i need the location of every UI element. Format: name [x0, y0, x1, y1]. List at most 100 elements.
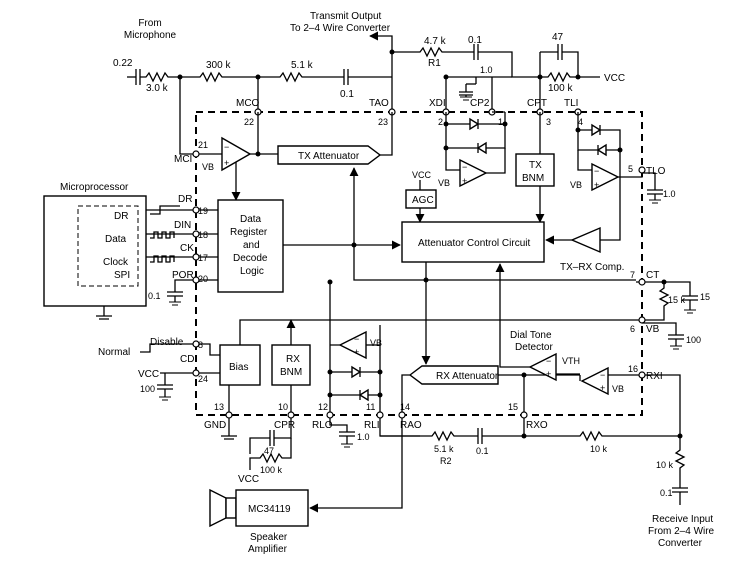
- svg-text:Clock: Clock: [103, 257, 129, 268]
- svg-text:VCC: VCC: [238, 474, 259, 485]
- ct-network: 7 CT 15 k 15: [630, 270, 710, 321]
- svg-text:From: From: [138, 18, 161, 29]
- svg-text:300 k: 300 k: [206, 60, 231, 71]
- svg-text:BNM: BNM: [522, 173, 544, 184]
- svg-text:RX: RX: [286, 354, 300, 365]
- tli-opamp: − + VB 5 TLO 1.0: [570, 112, 676, 241]
- svg-text:+: +: [462, 176, 467, 186]
- svg-text:CD: CD: [180, 354, 194, 365]
- svg-text:TLI: TLI: [564, 98, 578, 109]
- svg-text:−: −: [594, 166, 599, 176]
- rx-attenuator: RX Attenuator 14 RAO: [398, 262, 580, 431]
- svg-text:Logic: Logic: [240, 266, 264, 277]
- svg-text:Bias: Bias: [229, 362, 248, 373]
- svg-text:22: 22: [244, 117, 254, 127]
- svg-text:0.1: 0.1: [340, 89, 354, 100]
- svg-text:5.1 k: 5.1 k: [291, 60, 314, 71]
- agc: VCC AGC: [405, 170, 437, 223]
- data-register: Data Register and Decode Logic: [217, 199, 284, 293]
- svg-text:AGC: AGC: [412, 195, 434, 206]
- svg-text:Data: Data: [105, 234, 127, 245]
- svg-text:0.1: 0.1: [148, 291, 161, 301]
- vb-network: 6 VB 100: [239, 316, 701, 350]
- svg-text:Normal: Normal: [98, 347, 130, 358]
- svg-text:13: 13: [214, 402, 224, 412]
- svg-text:4.7 k: 4.7 k: [424, 36, 447, 47]
- svg-text:CP2: CP2: [470, 98, 490, 109]
- svg-text:14: 14: [400, 402, 410, 412]
- svg-text:−: −: [224, 142, 229, 152]
- svg-text:1: 1: [498, 117, 503, 127]
- svg-text:GND: GND: [204, 420, 226, 431]
- svg-text:CK: CK: [180, 243, 194, 254]
- svg-text:TX–RX Comp.: TX–RX Comp.: [560, 262, 624, 273]
- svg-text:Speaker: Speaker: [250, 532, 288, 543]
- svg-text:20: 20: [198, 274, 208, 284]
- mic-amplifier: MCI 21 − + VB: [174, 112, 278, 201]
- svg-text:1.0: 1.0: [663, 189, 676, 199]
- svg-text:XDI: XDI: [429, 98, 446, 109]
- svg-text:7: 7: [630, 270, 635, 280]
- svg-text:TX: TX: [529, 160, 542, 171]
- svg-text:MCI: MCI: [174, 154, 192, 165]
- svg-text:Disable: Disable: [150, 337, 184, 348]
- top-pins: MCO TAO XDI CP2 CPT TLI 22 23 2 1 3 4: [236, 98, 583, 127]
- svg-text:VB: VB: [612, 384, 624, 394]
- svg-text:BNM: BNM: [280, 367, 302, 378]
- rx-input-network: − + VB 16 RXI 15 RXO 5.1 k R2 0.1 10 k 1…: [380, 364, 715, 549]
- tx-attenuator: TX Attenuator: [277, 112, 393, 165]
- svg-text:23: 23: [378, 117, 388, 127]
- svg-text:Data: Data: [240, 214, 262, 225]
- svg-text:−: −: [462, 162, 467, 172]
- svg-text:Transmit Output: Transmit Output: [310, 11, 382, 22]
- svg-text:21: 21: [198, 140, 208, 150]
- svg-text:VB: VB: [570, 180, 582, 190]
- mic-input-network: From Microphone 0.22 3.0 k 300 k 5.1 k 0…: [113, 18, 392, 155]
- svg-text:19: 19: [198, 206, 208, 216]
- svg-text:16: 16: [628, 364, 638, 374]
- svg-text:10 k: 10 k: [590, 444, 608, 454]
- svg-text:0.22: 0.22: [113, 58, 133, 69]
- svg-text:VCC: VCC: [604, 73, 625, 84]
- svg-text:15 k: 15 k: [668, 295, 686, 305]
- svg-text:Microphone: Microphone: [124, 30, 177, 41]
- svg-text:15: 15: [700, 292, 710, 302]
- svg-text:+: +: [594, 180, 599, 190]
- svg-text:Dial Tone: Dial Tone: [510, 330, 552, 341]
- svg-text:5: 5: [628, 164, 633, 174]
- svg-text:Attenuator Control Circuit: Attenuator Control Circuit: [418, 238, 530, 249]
- rx-bnm: RX BNM 10 CPR 47 100 k VCC: [238, 319, 311, 485]
- svg-text:8: 8: [198, 340, 203, 350]
- svg-text:MC34119: MC34119: [248, 504, 291, 515]
- svg-text:10 k: 10 k: [656, 460, 674, 470]
- svg-text:3: 3: [546, 117, 551, 127]
- svg-text:18: 18: [198, 230, 208, 240]
- bias-block: Bias Disable Normal CD 8 VCC 100 24: [98, 337, 261, 401]
- svg-text:VB: VB: [202, 162, 214, 172]
- svg-text:TLO: TLO: [646, 166, 666, 177]
- svg-text:From 2–4 Wire: From 2–4 Wire: [648, 526, 715, 537]
- attenuator-control: Attenuator Control Circuit: [283, 167, 636, 281]
- svg-text:R1: R1: [428, 58, 441, 69]
- svg-text:2: 2: [438, 117, 443, 127]
- svg-text:+: +: [600, 383, 605, 393]
- svg-text:0.1: 0.1: [476, 446, 489, 456]
- microprocessor: Microprocessor DR Data Clock SPI: [43, 182, 147, 320]
- svg-text:VB: VB: [438, 178, 450, 188]
- svg-text:CPR: CPR: [274, 420, 295, 431]
- svg-text:1.0: 1.0: [357, 432, 370, 442]
- gnd-pin: 13 GND: [204, 385, 237, 440]
- svg-text:Receive Input: Receive Input: [652, 514, 713, 525]
- svg-text:4: 4: [578, 117, 583, 127]
- svg-text:6: 6: [630, 324, 635, 334]
- svg-text:100: 100: [686, 335, 701, 345]
- svg-text:DR: DR: [178, 194, 192, 205]
- svg-text:RX Attenuator: RX Attenuator: [436, 371, 499, 382]
- svg-text:−: −: [354, 334, 359, 344]
- svg-text:3.0 k: 3.0 k: [146, 83, 169, 94]
- svg-text:POR: POR: [172, 270, 194, 281]
- rlo-rli-network: − + VB 12 11 RLO RLI 1.0: [312, 279, 420, 448]
- svg-text:Converter: Converter: [658, 538, 703, 549]
- svg-text:+: +: [546, 369, 551, 379]
